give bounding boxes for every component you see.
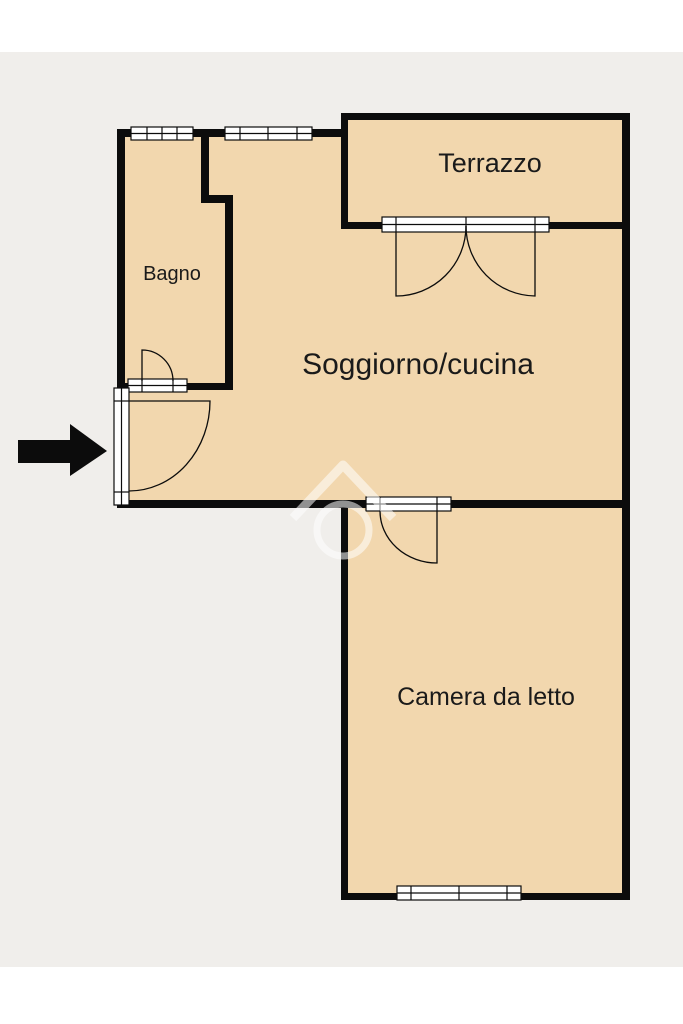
window-bagno-door <box>127 378 188 393</box>
floor-camera <box>345 505 625 895</box>
wall <box>341 113 348 229</box>
window-bagno-top <box>130 126 194 141</box>
room-label-bagno: Bagno <box>143 263 201 285</box>
wall <box>201 129 209 202</box>
door-swings <box>128 225 536 564</box>
wall <box>201 195 233 203</box>
wall <box>622 113 630 508</box>
wall <box>341 113 630 120</box>
wall <box>225 195 233 390</box>
window-living-top <box>224 126 313 141</box>
door-swing-terrazzo-left <box>395 225 467 297</box>
room-label-soggiorno: Soggiorno/cucina <box>302 348 534 381</box>
floor-terrazzo <box>345 117 625 224</box>
wall <box>622 500 630 900</box>
entrance-door-frame <box>113 387 130 506</box>
door-swing-bedroom <box>379 510 438 564</box>
windows <box>113 126 550 901</box>
wall <box>341 500 348 900</box>
room-label-terrazzo: Terrazzo <box>438 148 542 178</box>
room-label-camera: Camera da letto <box>397 683 575 711</box>
window-terrazzo-door <box>381 216 550 233</box>
watermark-house-icon <box>289 460 397 560</box>
entry-arrow-icon <box>18 424 107 476</box>
door-swing-bagno <box>141 349 174 382</box>
door-swing-entrance <box>128 400 211 492</box>
wall <box>117 129 125 389</box>
door-swing-terrazzo-right <box>465 225 536 297</box>
window-bedroom-bottom <box>396 885 522 901</box>
